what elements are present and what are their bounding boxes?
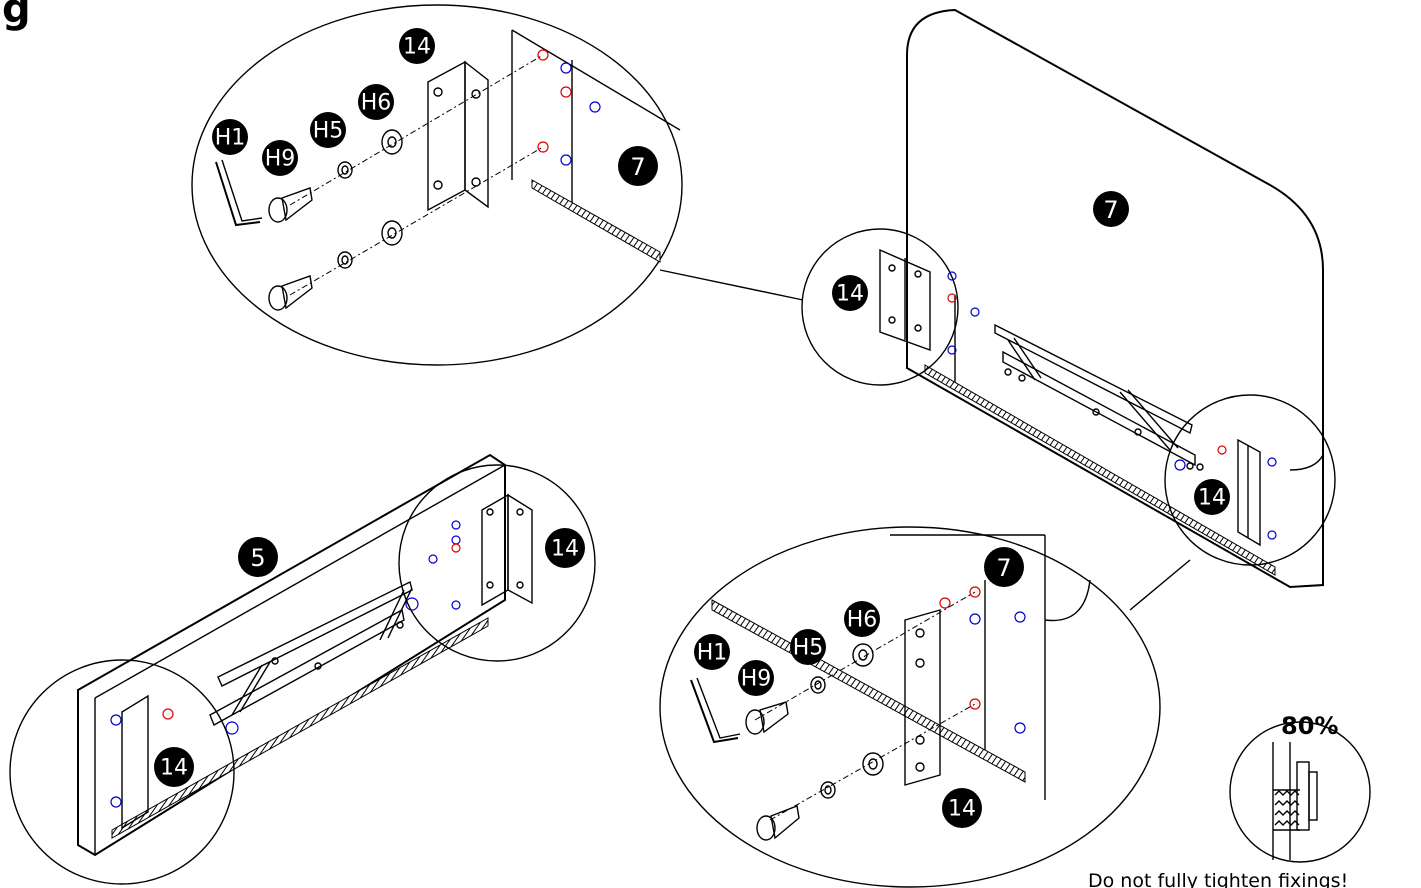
bracket-14-badge (154, 747, 194, 787)
h6-badge (844, 601, 880, 637)
warning-note: Do not fully tighten fixings! (1088, 870, 1348, 888)
bracket-14-label: 14 (551, 537, 579, 562)
h1-badge (694, 634, 730, 670)
h6-badge (358, 84, 394, 120)
part-7-badge (984, 547, 1024, 587)
leader-line (1129, 559, 1191, 611)
flat-washer-label: H6 (847, 608, 878, 633)
part-7-label: 7 (1103, 196, 1118, 224)
hex-key-label: H1 (697, 641, 728, 666)
rail-5-assembly: 5 (77, 453, 506, 857)
detail-bottom: 7 H6 H5 H9 H1 14 (659, 526, 1161, 888)
spring-washer-label: H5 (793, 636, 824, 661)
screw-label: H9 (741, 667, 772, 692)
flat-washer-label: H6 (361, 91, 392, 116)
bracket-14-badge (832, 275, 868, 311)
h1-badge (212, 119, 248, 155)
bracket-14-label: 14 (403, 35, 431, 60)
magnifier-panel7-right: 14 (1164, 394, 1336, 566)
screw-label: H9 (265, 147, 296, 172)
h9-badge (738, 660, 774, 696)
part-7-badge (618, 146, 658, 186)
bracket-14-label: 14 (836, 282, 864, 307)
bracket-14-badge (399, 28, 435, 64)
step-letter: g (2, 0, 31, 32)
crossbar-mechanism (994, 323, 1204, 471)
part-7-badge (1093, 191, 1129, 227)
magnifier-rail-right: 14 (398, 464, 596, 662)
bracket-14-label: 14 (1198, 486, 1226, 511)
leader-line (659, 269, 804, 301)
part-7-label: 7 (996, 554, 1011, 582)
detail-top: 14 7 H6 H5 H9 H1 (191, 4, 683, 366)
part-5-badge (238, 537, 278, 577)
torque-inset: 80% (1229, 712, 1371, 863)
panel-7-assembly: 7 (906, 8, 1324, 589)
bracket-14-badge (545, 528, 585, 568)
tightness-percent: 80% (1281, 712, 1338, 740)
bracket-14-badge (1194, 479, 1230, 515)
magnifier-panel7-left: 14 (801, 228, 980, 386)
bracket-14-label: 14 (160, 756, 188, 781)
bracket-14-badge (942, 788, 982, 828)
h5-badge (310, 112, 346, 148)
part-5-label: 5 (250, 544, 265, 572)
magnifier-rail-left: 14 (9, 659, 235, 885)
part-7-label: 7 (630, 153, 645, 181)
hex-key-label: H1 (215, 126, 246, 151)
bracket-14-label: 14 (948, 797, 976, 822)
spring-washer-label: H5 (313, 119, 344, 144)
h9-badge (262, 140, 298, 176)
h5-badge (790, 629, 826, 665)
crossbar-mechanism (209, 580, 413, 726)
